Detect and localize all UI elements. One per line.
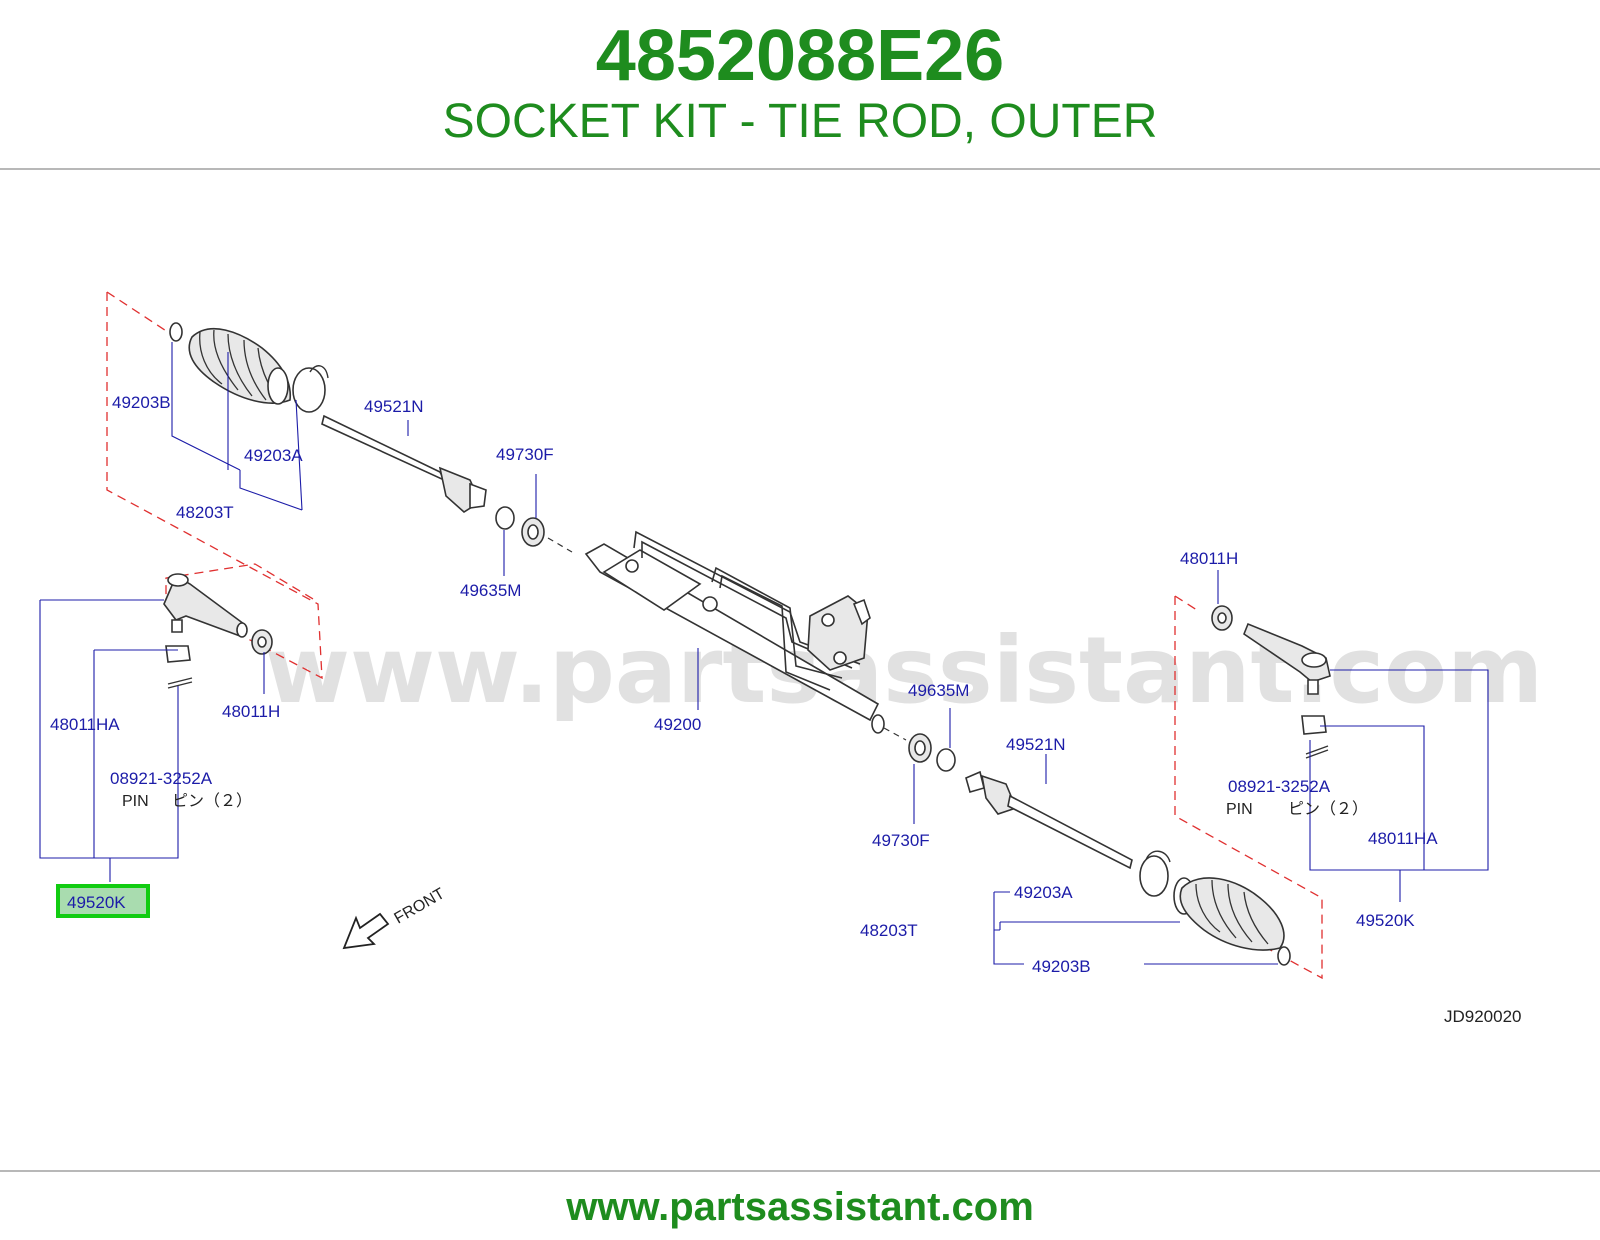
label-49520K-right[interactable]: 49520K: [1356, 911, 1415, 930]
right-clamp-tab: [1145, 850, 1171, 863]
left-boot-kit-boundary: [106, 292, 323, 680]
left-ball-joint-stud: [171, 619, 183, 633]
right-spacer-ring-inner: [914, 740, 926, 756]
label-49635M-left[interactable]: 49635M: [460, 581, 521, 600]
footer-divider: [0, 1170, 1600, 1172]
steering-gear-rack-end: [871, 714, 885, 734]
left-centerline: [547, 537, 573, 553]
label-49200[interactable]: 49200: [654, 715, 701, 734]
label-08921-3252A-right[interactable]: 08921-3252A: [1228, 777, 1331, 796]
right-boot-small-clamp: [1277, 946, 1291, 966]
parts-diagram-svg: www.partsassistant.com: [39, 291, 1543, 1026]
left-boot-ribs: [199, 329, 281, 403]
left-boot-end: [267, 367, 289, 405]
right-lock-washer: [936, 748, 956, 772]
label-08921-3252A-left[interactable]: 08921-3252A: [110, 769, 213, 788]
steering-gear-fluid-line-3: [711, 566, 843, 679]
label-49203A-left[interactable]: 49203A: [244, 446, 303, 465]
header-divider: [0, 168, 1600, 170]
parts-diagram: www.partsassistant.com: [0, 172, 1600, 1168]
steering-gear-fitting-2: [625, 559, 639, 573]
right-tie-rod-end-body: [1243, 622, 1331, 683]
label-48203T-left[interactable]: 48203T: [176, 503, 234, 522]
label-pin-left: PIN: [122, 793, 149, 810]
left-boot-leaders: [171, 342, 303, 511]
right-boot-large-clamp: [1139, 855, 1169, 897]
right-boot-ribs: [1195, 879, 1269, 945]
left-outer-tie-rod-leaders: [39, 599, 179, 882]
label-49635M-right[interactable]: 49635M: [908, 681, 969, 700]
label-49203B-right[interactable]: 49203B: [1032, 957, 1091, 976]
page-header: 4852088E26 SOCKET KIT - TIE ROD, OUTER: [0, 0, 1600, 170]
right-jam-nut-hole: [1217, 612, 1227, 624]
right-inner-tie-rod-shaft: [1007, 794, 1133, 870]
right-cotter-pin: [1305, 745, 1329, 759]
left-boot-large-clamp: [292, 367, 326, 413]
label-49520K-left-highlighted[interactable]: 49520K: [67, 893, 126, 912]
left-clamp-tab: [309, 365, 329, 379]
left-lock-washer: [495, 506, 515, 530]
right-castle-nut: [1301, 715, 1327, 735]
label-49730F-right[interactable]: 49730F: [872, 831, 930, 850]
steering-gear-assembly: [584, 530, 885, 734]
front-direction-indicator: FRONT: [342, 885, 448, 950]
label-pin-right: PIN: [1226, 801, 1253, 818]
label-49203B-left[interactable]: 49203B: [112, 393, 171, 412]
left-jam-nut-hole: [257, 636, 267, 648]
front-label: FRONT: [392, 885, 448, 927]
steering-gear-fluid-line-4: [719, 574, 831, 691]
left-steering-boot: [188, 328, 292, 404]
label-49521N-right[interactable]: 49521N: [1006, 735, 1066, 754]
left-tie-rod-end-thread: [236, 622, 248, 638]
left-inner-tie-rod-nut: [469, 482, 487, 509]
steering-gear-fitting: [702, 596, 718, 612]
part-description: SOCKET KIT - TIE ROD, OUTER: [442, 95, 1158, 148]
label-48203T-right[interactable]: 48203T: [860, 921, 918, 940]
part-number-title: 4852088E26: [595, 16, 1005, 96]
highlight-box-49520K: [56, 884, 150, 918]
steering-gear-port-2: [833, 651, 847, 665]
diagram-code: JD920020: [1444, 1007, 1522, 1026]
right-ball-joint-stud: [1307, 679, 1319, 695]
right-outer-tie-rod-end: [1211, 605, 1331, 759]
right-boot-assembly: [1139, 850, 1291, 966]
left-outer-tie-rod-end: [163, 573, 273, 689]
right-outer-tie-rod-leaders: [1309, 669, 1489, 902]
right-inner-tie-rod: [965, 770, 1133, 870]
steering-gear-port-1: [821, 613, 835, 627]
left-inner-tie-rod: [321, 414, 487, 513]
footer-website-link[interactable]: www.partsassistant.com: [566, 1185, 1034, 1229]
front-arrow-icon: [342, 912, 390, 950]
label-48011HA-right[interactable]: 48011HA: [1368, 829, 1438, 848]
right-centerline: [883, 727, 907, 741]
left-castle-nut: [165, 645, 191, 663]
left-boot-small-clamp: [169, 322, 183, 342]
right-boot-kit-boundary-top: [1174, 595, 1201, 613]
label-49730F-left[interactable]: 49730F: [496, 445, 554, 464]
left-cotter-pin: [167, 677, 193, 689]
right-steering-boot: [1179, 877, 1285, 951]
label-pin-jp-right: ピン（２）: [1288, 800, 1368, 818]
label-48011HA-left[interactable]: 48011HA: [50, 715, 120, 734]
steering-gear-input-shaft: [852, 598, 871, 626]
left-spacer-ring-inner: [527, 524, 539, 540]
left-ball-joint-top: [167, 573, 189, 587]
left-boot-assembly: [169, 322, 329, 413]
left-boot-kit-boundary-top: [106, 291, 181, 341]
left-inner-tie-rod-shaft: [321, 414, 446, 482]
label-48011H-right[interactable]: 48011H: [1180, 549, 1238, 568]
label-49521N-left[interactable]: 49521N: [364, 397, 424, 416]
steering-gear-valve-body: [807, 595, 869, 671]
label-48011H-left[interactable]: 48011H: [222, 702, 280, 721]
right-ball-joint-top: [1301, 652, 1327, 668]
label-pin-jp-left: ピン（２）: [172, 792, 252, 810]
label-49203A-right[interactable]: 49203A: [1014, 883, 1073, 902]
right-boot-leaders-2: [996, 891, 1010, 930]
